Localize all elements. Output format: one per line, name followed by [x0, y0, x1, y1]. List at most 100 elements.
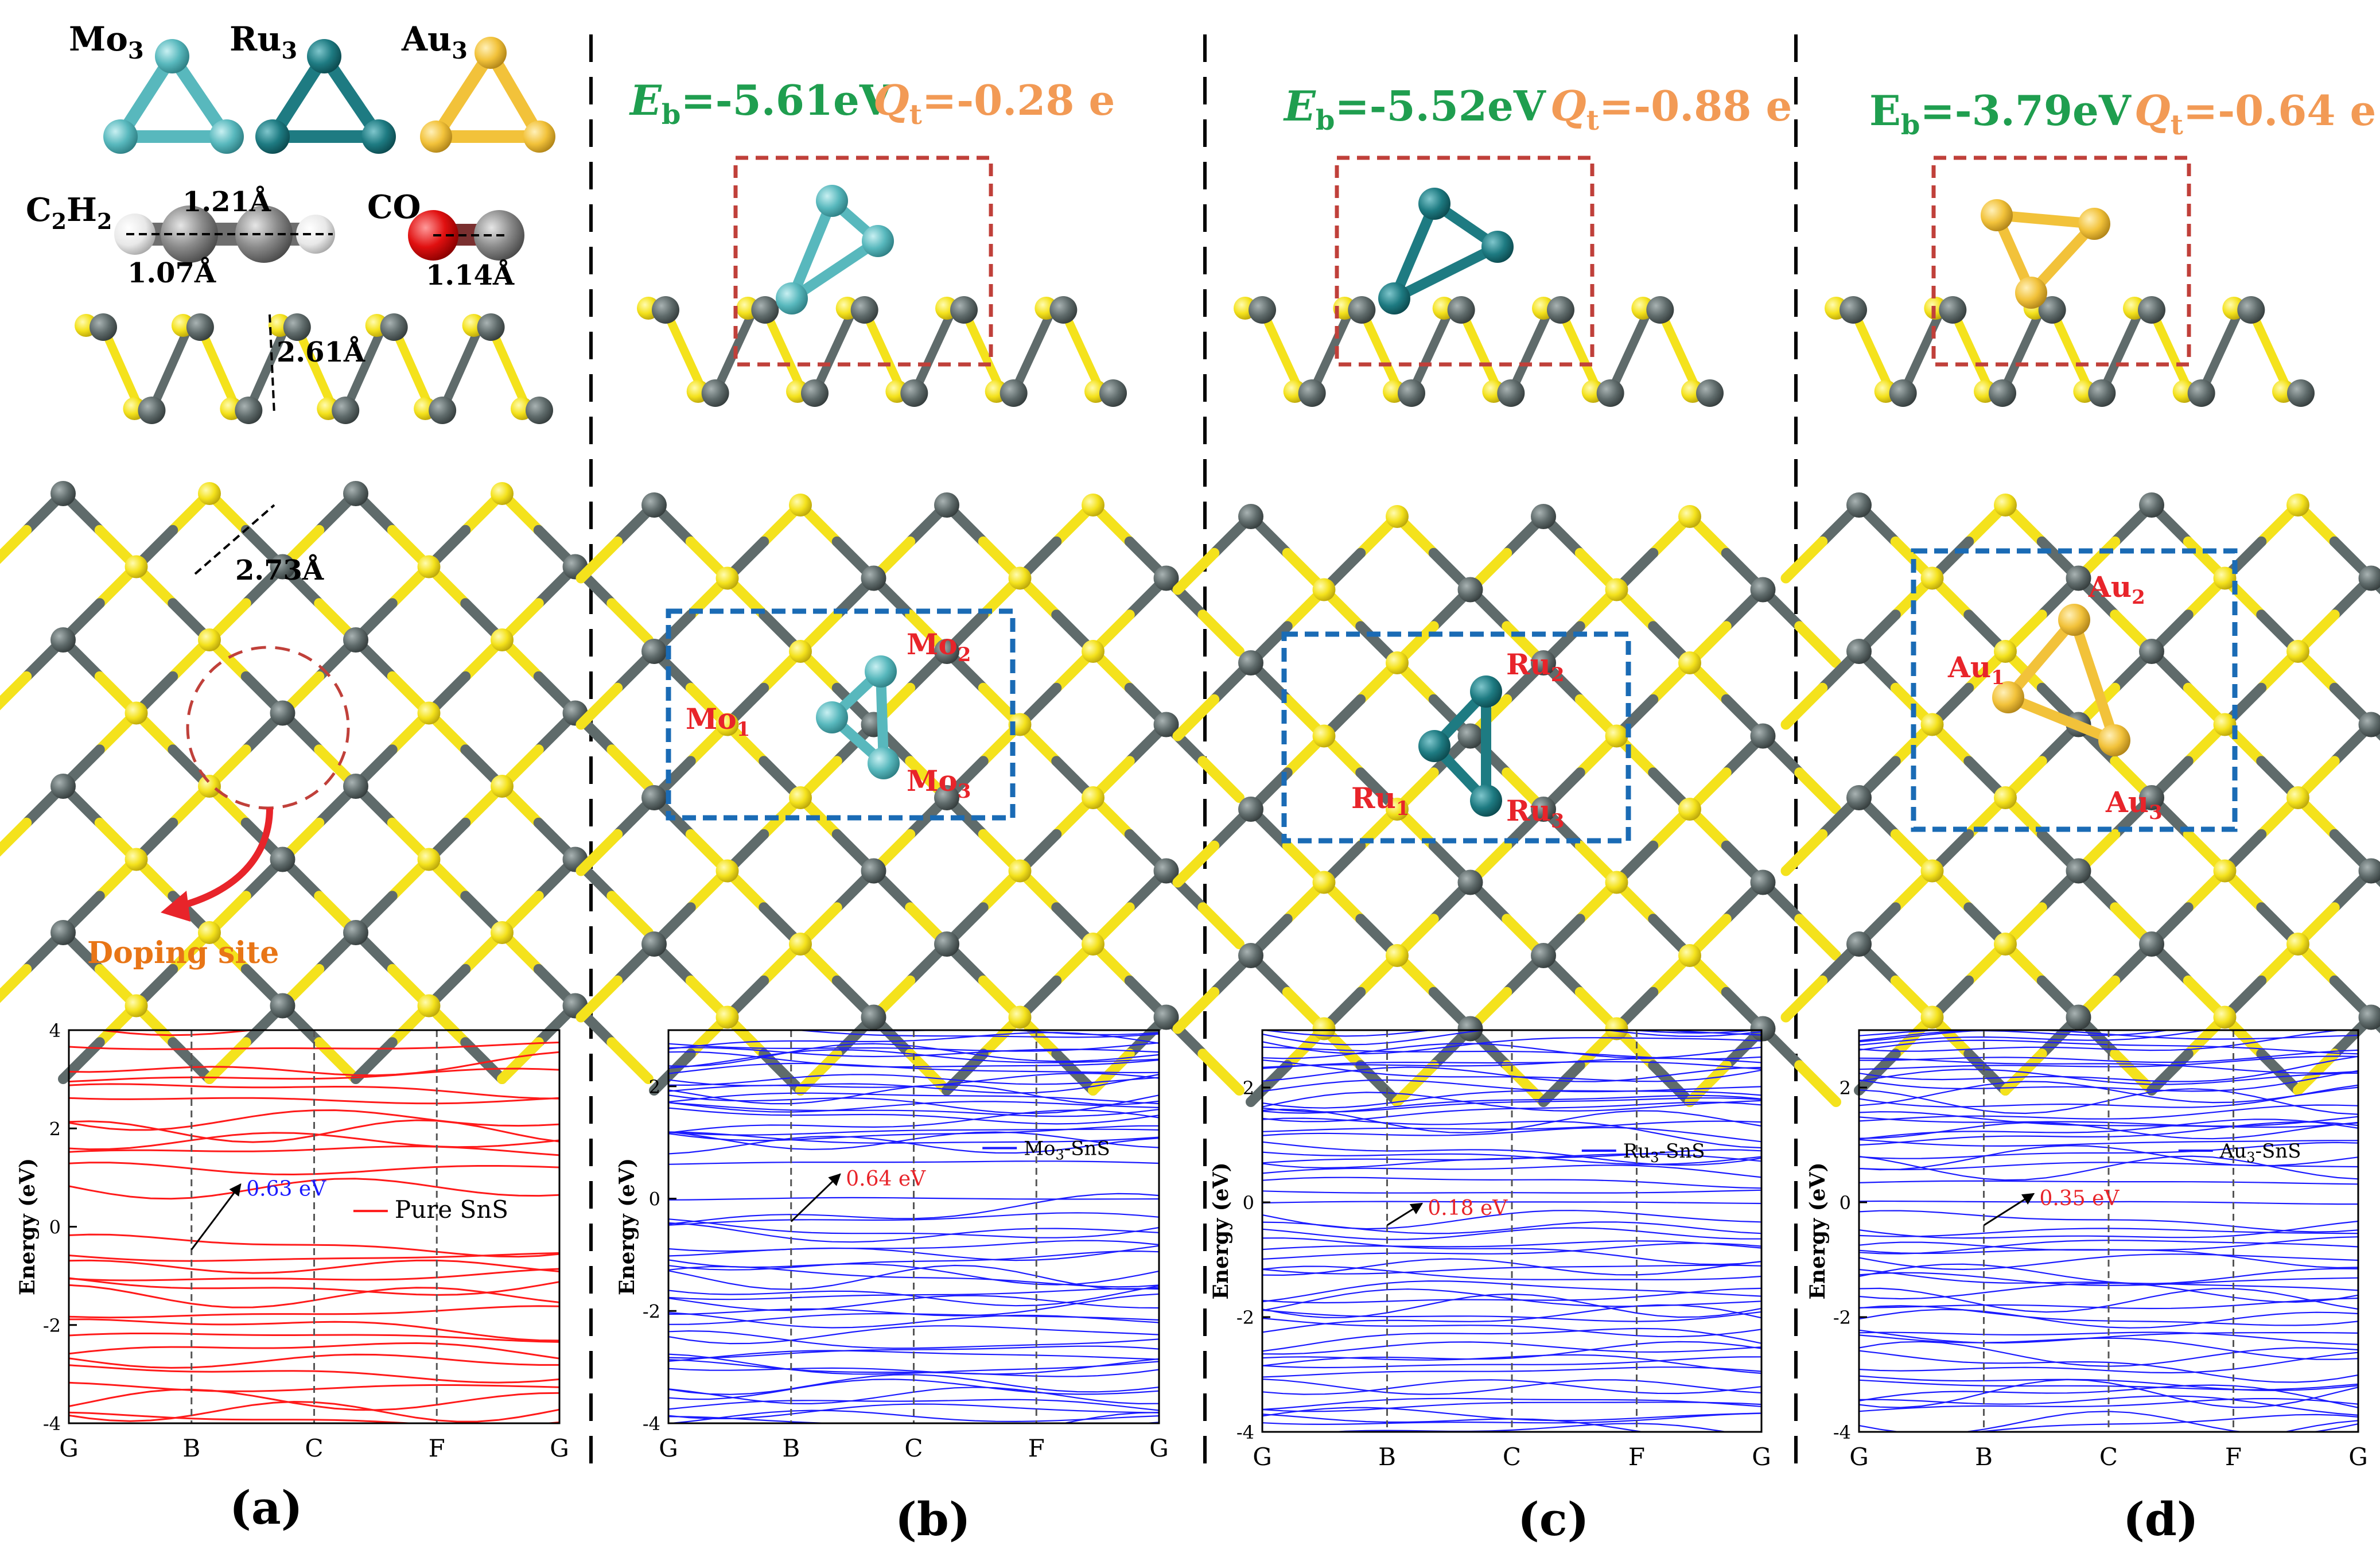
y-axis-label: Energy (eV)	[1806, 1162, 1830, 1299]
tin-atom	[526, 397, 553, 424]
tin-atom	[1497, 379, 1525, 407]
binding-energy-c: Eb=-5.52eV	[1283, 81, 1546, 137]
bond	[244, 323, 290, 415]
bond	[1794, 1060, 1841, 1107]
tin-atom	[235, 397, 263, 424]
bond	[460, 1037, 507, 1084]
bond	[1172, 694, 1220, 741]
legend-label: Mo3-SnS	[1024, 1137, 1110, 1163]
tin-atom	[2358, 858, 2380, 884]
bond	[661, 305, 709, 398]
bond	[1854, 1049, 1901, 1096]
bond	[1998, 305, 2045, 398]
band-line	[1262, 1414, 1647, 1432]
sulfur-atom	[1082, 640, 1105, 663]
tin-atom	[2187, 379, 2215, 407]
tin-atom	[186, 313, 214, 341]
band-line	[668, 1264, 1159, 1290]
charge-transfer-c: Qt=-0.88 e	[1550, 81, 1792, 137]
top-bonds	[0, 488, 654, 1084]
band-line	[1262, 1264, 1761, 1275]
band-line	[668, 1218, 1159, 1238]
sulfur-atom	[198, 921, 221, 944]
band-line	[1262, 1318, 1761, 1338]
tin-atom	[652, 296, 679, 324]
sulfur-atom	[491, 482, 514, 505]
kpoint-label: G	[659, 1434, 678, 1462]
atom-label-b-1: Mo1	[686, 702, 750, 741]
tin-atom	[1049, 296, 1078, 324]
tin-atom	[1447, 296, 1475, 324]
tin-atom	[850, 296, 878, 324]
bond	[575, 682, 623, 730]
panel-letter-a: (a)	[230, 1481, 303, 1535]
tin-atom	[641, 639, 667, 664]
tin-atom	[801, 379, 829, 407]
sulfur-atom	[491, 921, 514, 944]
cluster-label-mo3: Mo3	[69, 20, 144, 64]
sulfur-atom	[125, 555, 148, 578]
kpoint-label: B	[1975, 1443, 1993, 1471]
cluster-top-box-b	[666, 608, 1016, 821]
bond	[147, 323, 193, 415]
tin-atom	[861, 1004, 886, 1030]
tin-atom	[1939, 296, 1967, 324]
y-tick-label: 0	[1840, 1192, 1851, 1214]
sulfur-atom	[1994, 494, 2017, 517]
band-line	[1262, 1151, 1761, 1166]
sulfur-atom	[1994, 933, 2017, 956]
tin-atom	[641, 785, 667, 810]
panel-letter-d: (d)	[2123, 1492, 2199, 1546]
sulfur-atom	[1920, 1005, 1944, 1029]
legend-label: Au3-SnS	[2219, 1140, 2301, 1166]
mo-atom	[816, 185, 848, 217]
bond	[1506, 305, 1554, 398]
band-line	[668, 1345, 1159, 1359]
panel-c: Eb=-5.52eV Qt=-0.88 e Ru1 Ru2 Ru3 (c)	[1172, 81, 1841, 1546]
tin-atom	[138, 397, 166, 424]
co-bond-length: 1.14Å	[426, 259, 515, 292]
kpoint-label: B	[782, 1434, 800, 1462]
sulfur-atom	[2213, 859, 2237, 883]
band-line	[1859, 1104, 2358, 1122]
bond	[1948, 305, 1996, 398]
tin-atom	[50, 774, 76, 799]
legend-label: Ru3-SnS	[1623, 1140, 1705, 1166]
tin-atom	[1989, 379, 2016, 407]
sulfur-atom	[1008, 1005, 1032, 1029]
tin-atom	[1348, 296, 1376, 324]
bond	[99, 323, 145, 415]
bond	[606, 744, 654, 791]
bond	[1794, 621, 1841, 668]
atom-label-c-2: Ru2	[1506, 647, 1565, 686]
sulfur-atom	[1312, 871, 1336, 894]
cluster-label-ru3: Ru3	[230, 20, 297, 64]
au-atom	[2098, 724, 2130, 756]
y-tick-label: -2	[1236, 1307, 1254, 1329]
top-bond-marker	[194, 504, 275, 575]
bond	[2048, 305, 2095, 398]
tin-atom	[270, 993, 295, 1019]
tin-atom	[1398, 379, 1425, 407]
band-line	[668, 1416, 1159, 1423]
bond	[1392, 1060, 1439, 1107]
kpoint-label: G	[1752, 1443, 1771, 1471]
bond	[2097, 305, 2145, 398]
au-cluster-atoms	[1981, 199, 2110, 309]
tin-atom	[283, 313, 311, 341]
sulfur-atom	[1082, 933, 1105, 956]
bond	[1780, 682, 1828, 730]
sulfur-atom	[2213, 1005, 2237, 1029]
band-line	[69, 1388, 559, 1411]
ru-cluster-atoms	[1418, 675, 1502, 817]
band-line	[1859, 1269, 2358, 1303]
chart-frame	[1858, 1029, 2359, 1433]
gap-arrow	[790, 1173, 841, 1222]
bond	[1389, 199, 1440, 304]
au-atom	[1981, 199, 2013, 231]
kpoint-label: B	[182, 1434, 200, 1462]
bond	[909, 305, 957, 398]
kpoint-label: G	[1849, 1443, 1869, 1471]
